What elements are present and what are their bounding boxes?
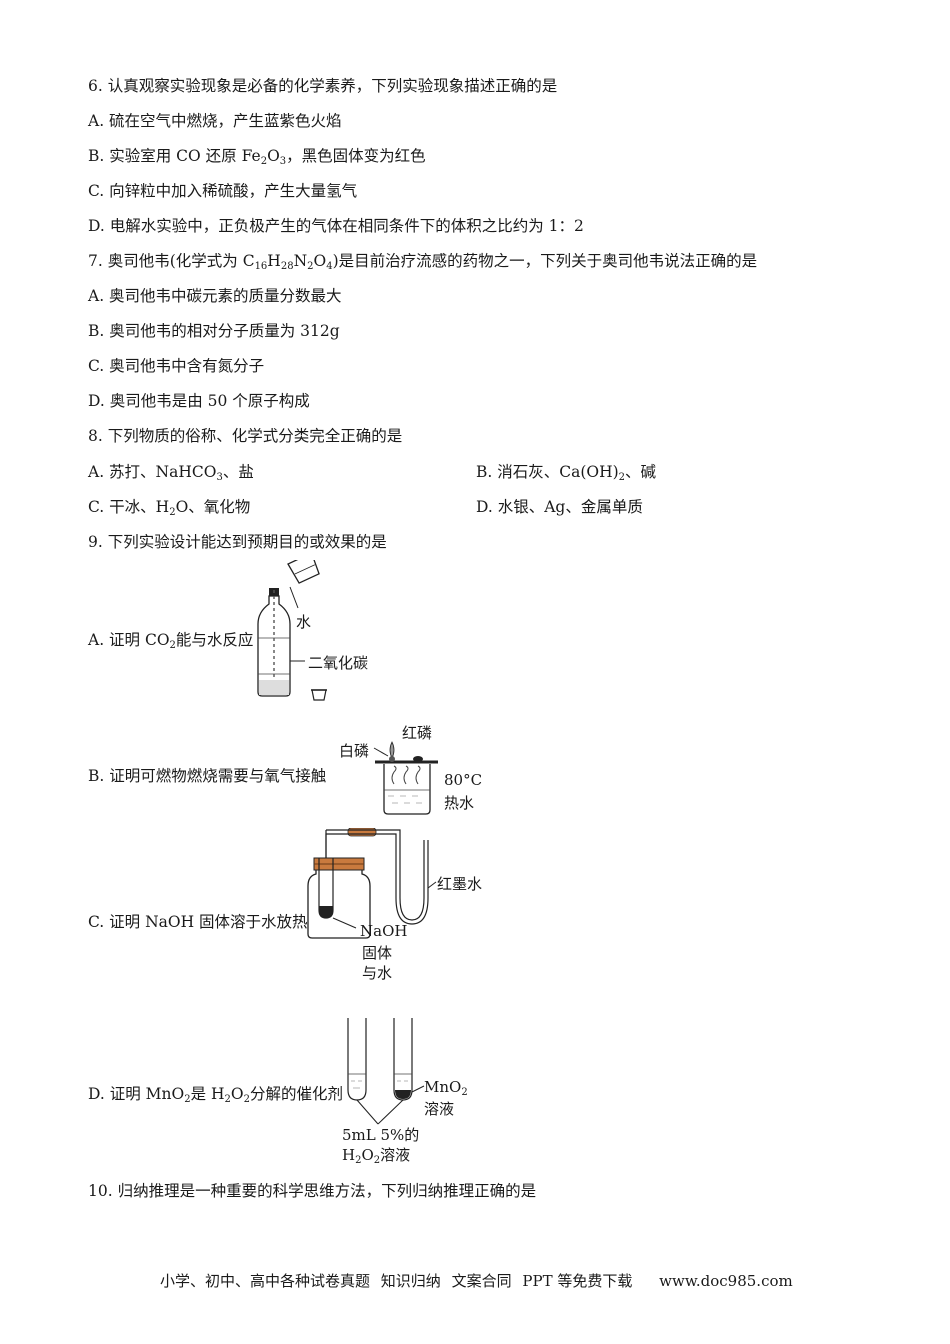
q9-option-d: D. 证明 MnO2是 H2O2分解的催化剂 xyxy=(88,1085,344,1105)
q9-stem: 9. 下列实验设计能达到预期目的或效果的是 xyxy=(88,533,387,551)
q6-option-d: D. 电解水实验中，正负极产生的气体在相同条件下的体积之比约为 1：2 xyxy=(88,217,584,235)
combustion-diagram xyxy=(373,741,438,815)
label-mno2: MnO2 xyxy=(424,1078,468,1098)
label-red-ink: 红墨水 xyxy=(437,875,483,893)
q6-stem: 6. 认真观察实验现象是必备的化学素养，下列实验现象描述正确的是 xyxy=(88,77,558,95)
naoh-diagram xyxy=(307,828,437,939)
q9-option-a: A. 证明 CO2能与水反应 xyxy=(88,631,254,651)
label-co2: 二氧化碳 xyxy=(308,654,369,672)
label-solution: 溶液 xyxy=(424,1100,455,1118)
q8-option-c: C. 干冰、H2O、氧化物 xyxy=(88,498,251,518)
label-water: 水 xyxy=(296,613,312,631)
label-with-water: 与水 xyxy=(362,964,393,982)
q8-option-a: A. 苏打、NaHCO3、盐 xyxy=(88,463,254,483)
label-white-phosphorus: 白磷 xyxy=(339,742,370,760)
footer-url[interactable]: www.doc985.com xyxy=(659,1272,793,1290)
q10-stem: 10. 归纳推理是一种重要的科学思维方法，下列归纳推理正确的是 xyxy=(88,1182,537,1200)
footer-text-1: 小学、初中、高中各种试卷真题 xyxy=(160,1272,371,1290)
page-footer: 小学、初中、高中各种试卷真题 知识归纳 文案合同 PPT 等免费下载 www.d… xyxy=(160,1270,799,1291)
label-solid: 固体 xyxy=(362,944,393,962)
bottle-diagram xyxy=(257,560,327,701)
q7-option-d: D. 奥司他韦是由 50 个原子构成 xyxy=(88,392,310,410)
label-volume: 5mL 5%的 xyxy=(342,1126,420,1144)
q9-option-b: B. 证明可燃物燃烧需要与氧气接触 xyxy=(88,767,327,785)
label-naoh: NaOH xyxy=(360,922,408,940)
q8-option-d: D. 水银、Ag、金属单质 xyxy=(476,498,643,516)
q8-stem: 8. 下列物质的俗称、化学式分类完全正确的是 xyxy=(88,427,403,445)
label-80c: 80°C xyxy=(444,771,483,789)
q7-stem: 7. 奥司他韦(化学式为 C16H28N2O4)是目前治疗流感的药物之一，下列关… xyxy=(88,252,758,272)
q9-option-c: C. 证明 NaOH 固体溶于水放热 xyxy=(88,913,308,931)
label-red-phosphorus: 红磷 xyxy=(402,724,433,742)
footer-text-4: PPT 等免费下载 xyxy=(522,1272,633,1290)
q7-option-a: A. 奥司他韦中碳元素的质量分数最大 xyxy=(88,287,342,305)
q6-option-c: C. 向锌粒中加入稀硫酸，产生大量氢气 xyxy=(88,182,358,200)
q7-option-c: C. 奥司他韦中含有氮分子 xyxy=(88,357,265,375)
label-h2o2: H2O2溶液 xyxy=(342,1146,411,1166)
q6-option-b: B. 实验室用 CO 还原 Fe2O3，黑色固体变为红色 xyxy=(88,147,426,167)
q6-option-a: A. 硫在空气中燃烧，产生蓝紫色火焰 xyxy=(88,112,342,130)
footer-text-3: 文案合同 xyxy=(451,1272,512,1290)
footer-text-2: 知识归纳 xyxy=(380,1272,441,1290)
catalyst-diagram xyxy=(347,1018,425,1125)
label-hot-water: 热水 xyxy=(444,794,475,812)
q7-option-b: B. 奥司他韦的相对分子质量为 312g xyxy=(88,322,340,340)
q8-option-b: B. 消石灰、Ca(OH)2、碱 xyxy=(476,463,657,483)
